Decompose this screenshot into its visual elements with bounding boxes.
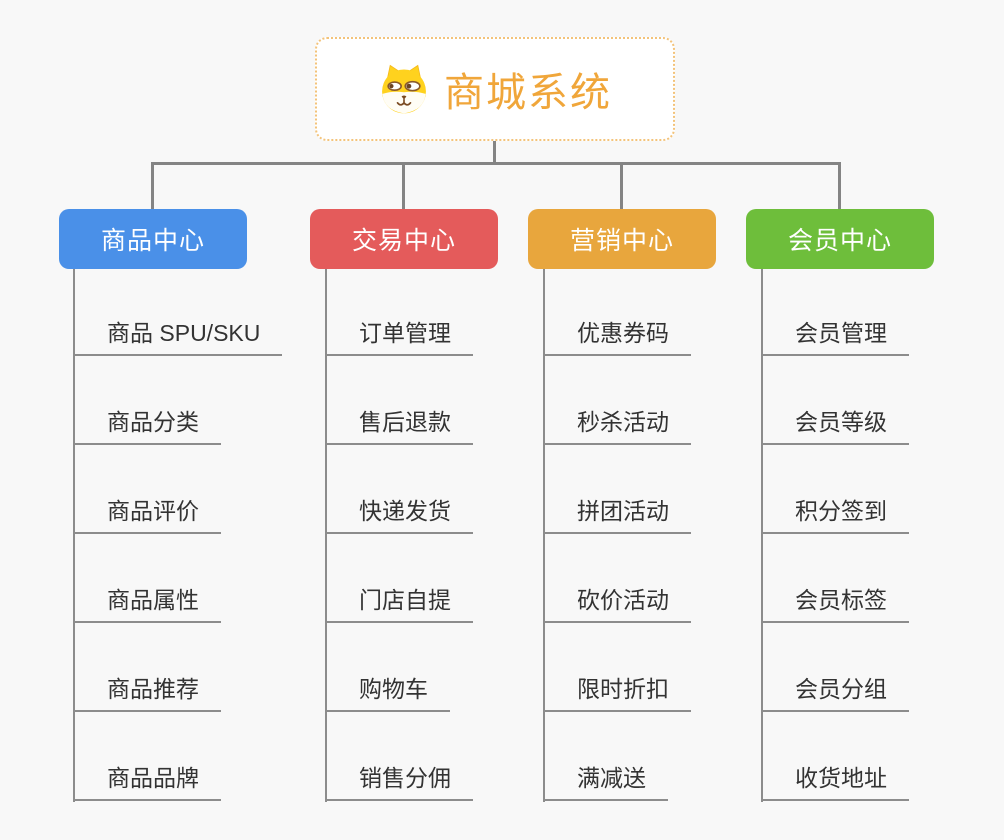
root-title: 商城系统 — [444, 71, 612, 115]
leaf-node[interactable]: 收货地址 — [761, 712, 909, 801]
connector-trunk-products — [73, 269, 75, 802]
leaf-node[interactable]: 限时折扣 — [543, 623, 691, 712]
leaf-node[interactable]: 会员等级 — [761, 356, 909, 445]
branch-box-marketing[interactable]: 营销中心 — [528, 209, 716, 269]
leaf-node[interactable]: 商品品牌 — [73, 712, 221, 801]
branch-box-members[interactable]: 会员中心 — [746, 209, 934, 269]
leaf-node[interactable]: 积分签到 — [761, 445, 909, 534]
leaf-node[interactable]: 购物车 — [325, 623, 450, 712]
connector-trunk-marketing — [543, 269, 545, 802]
leaf-node[interactable]: 销售分佣 — [325, 712, 473, 801]
leaf-node[interactable]: 秒杀活动 — [543, 356, 691, 445]
branch-children-products: 商品 SPU/SKU 商品分类 商品评价 商品属性 商品推荐 商品品牌 — [73, 267, 283, 801]
root-node[interactable]: 商城系统 — [315, 37, 675, 141]
leaf-node[interactable]: 商品属性 — [73, 534, 221, 623]
leaf-node[interactable]: 订单管理 — [325, 267, 473, 356]
leaf-node[interactable]: 门店自提 — [325, 534, 473, 623]
dog-face-icon — [378, 63, 430, 115]
leaf-node[interactable]: 商品 SPU/SKU — [73, 267, 283, 356]
connector-drop-trade — [402, 162, 405, 210]
branch-children-members: 会员管理 会员等级 积分签到 会员标签 会员分组 收货地址 — [761, 267, 909, 801]
leaf-node[interactable]: 商品评价 — [73, 445, 221, 534]
connector-trunk-trade — [325, 269, 327, 802]
branch-children-marketing: 优惠券码 秒杀活动 拼团活动 砍价活动 限时折扣 满减送 — [543, 267, 691, 801]
leaf-node[interactable]: 售后退款 — [325, 356, 473, 445]
connector-drop-products — [151, 162, 154, 210]
connector-root-stem — [493, 141, 496, 163]
leaf-node[interactable]: 砍价活动 — [543, 534, 691, 623]
branch-box-trade[interactable]: 交易中心 — [310, 209, 498, 269]
leaf-node[interactable]: 商品分类 — [73, 356, 221, 445]
leaf-node[interactable]: 会员标签 — [761, 534, 909, 623]
connector-drop-members — [838, 162, 841, 210]
branch-box-products[interactable]: 商品中心 — [59, 209, 247, 269]
leaf-node[interactable]: 快递发货 — [325, 445, 473, 534]
branch-children-trade: 订单管理 售后退款 快递发货 门店自提 购物车 销售分佣 — [325, 267, 473, 801]
leaf-node[interactable]: 满减送 — [543, 712, 668, 801]
connector-drop-marketing — [620, 162, 623, 210]
leaf-node[interactable]: 会员管理 — [761, 267, 909, 356]
leaf-node[interactable]: 优惠券码 — [543, 267, 691, 356]
leaf-node[interactable]: 商品推荐 — [73, 623, 221, 712]
leaf-node[interactable]: 会员分组 — [761, 623, 909, 712]
connector-horizontal-rail — [151, 162, 841, 165]
connector-trunk-members — [761, 269, 763, 802]
leaf-node[interactable]: 拼团活动 — [543, 445, 691, 534]
